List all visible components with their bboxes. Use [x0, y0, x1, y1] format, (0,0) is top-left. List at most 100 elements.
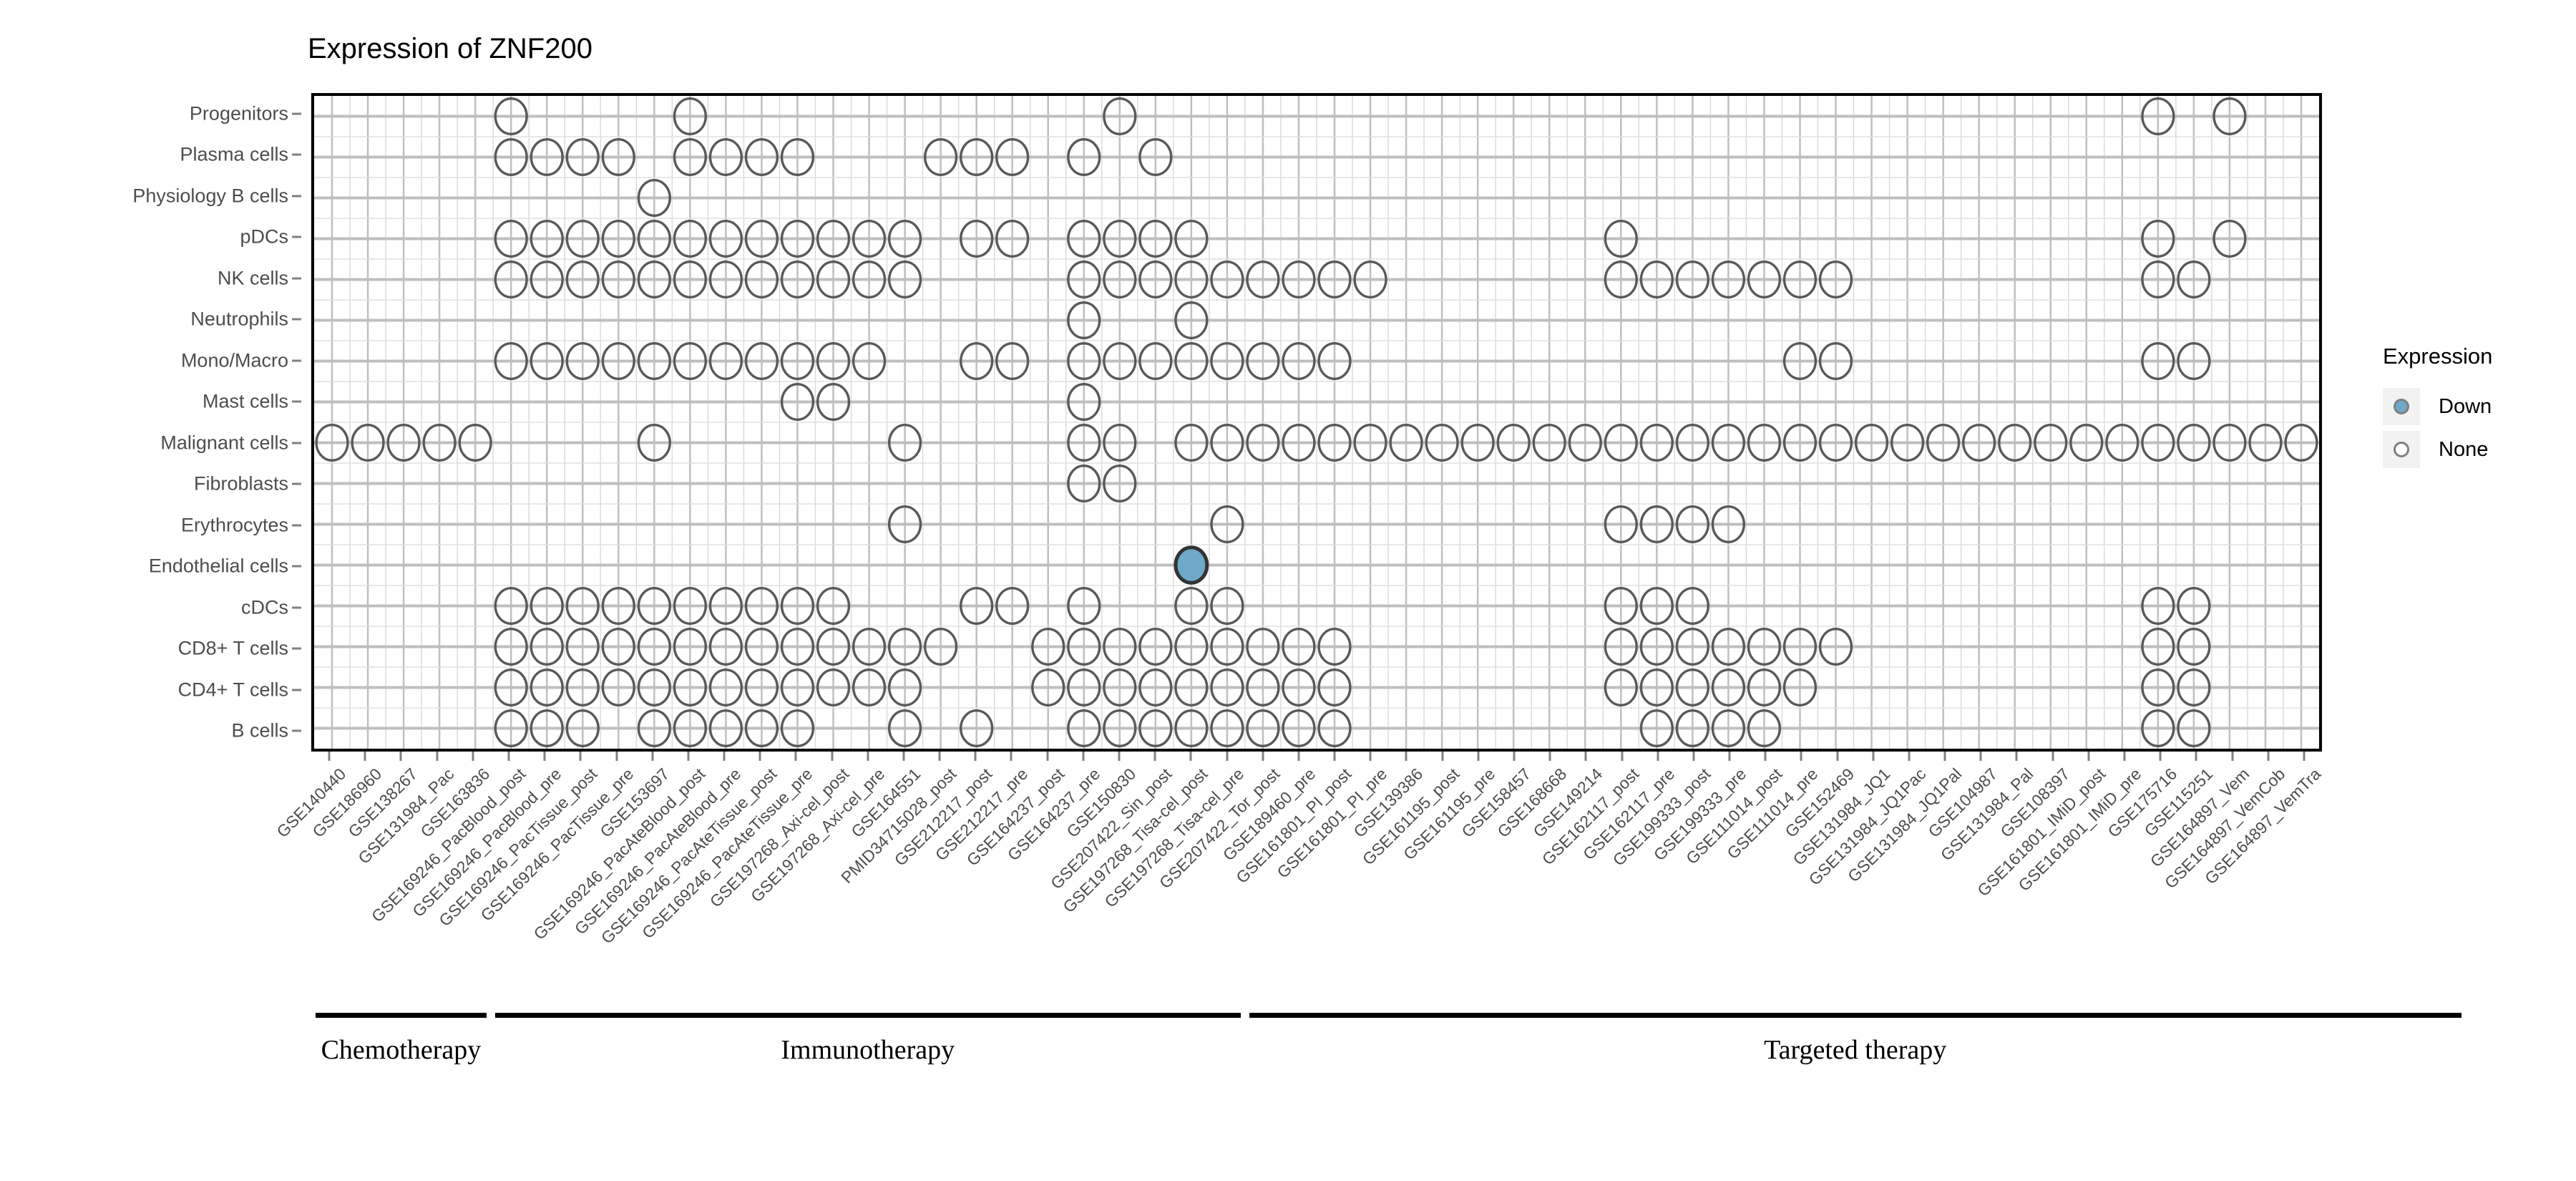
dot-cell — [1210, 424, 1244, 462]
y-tick-label: NK cells — [217, 267, 288, 289]
dot-cell — [995, 220, 1030, 258]
y-tick-label: B cells — [231, 719, 288, 742]
dot-cell — [960, 709, 994, 747]
dot-cell — [708, 220, 743, 258]
x-tick-mark — [364, 752, 366, 761]
dot-cell — [494, 97, 528, 135]
dot-cell — [1962, 424, 1996, 462]
y-tick-mark — [292, 195, 301, 198]
dot-cell — [494, 669, 528, 706]
x-tick-mark — [1513, 752, 1516, 761]
dot-cell — [1854, 424, 1889, 462]
dot-cell — [960, 342, 994, 380]
dot-cell — [1675, 669, 1710, 706]
dot-cell — [1711, 669, 1746, 706]
dot-cell — [780, 383, 815, 421]
dot-cell — [960, 138, 994, 176]
dot-cell — [1496, 424, 1531, 462]
dot-cell — [1782, 261, 1818, 298]
dot-cell — [1747, 424, 1782, 462]
dot-cell — [1389, 424, 1423, 462]
dot-cell — [816, 383, 851, 421]
x-tick-mark — [651, 752, 654, 761]
dot-cell — [637, 342, 671, 380]
dot-cell — [530, 587, 564, 625]
dot-cell — [708, 342, 743, 380]
dot-cell — [1604, 220, 1638, 258]
dot-cell — [1138, 138, 1173, 176]
dot-cell — [1103, 220, 1137, 258]
dot-cell — [816, 220, 851, 258]
dot-cell — [2177, 424, 2211, 462]
dot-cell — [708, 628, 743, 666]
dot-cell — [887, 628, 922, 666]
dot-cell — [1675, 505, 1710, 543]
dot-cell — [1711, 628, 1746, 666]
dot-cell — [2069, 424, 2104, 462]
dot-cell — [530, 261, 564, 298]
group-label: Targeted therapy — [1764, 1035, 1947, 1065]
dot-cell — [1317, 628, 1352, 666]
dot-cell — [601, 587, 635, 625]
dot-cell — [2177, 342, 2211, 380]
dot-cell — [2034, 424, 2068, 462]
dot-cell — [1174, 342, 1209, 380]
dot-cell — [1174, 424, 1209, 462]
dot-cell — [2212, 97, 2247, 135]
dot-cell — [1782, 669, 1818, 706]
group-bracket — [1249, 1013, 2462, 1018]
x-tick-mark — [1262, 752, 1264, 761]
dot-cell — [673, 138, 708, 176]
group-bracket — [494, 1013, 1241, 1018]
dot-cell — [1103, 669, 1137, 706]
dot-cell — [637, 261, 671, 298]
dot-cell — [2105, 424, 2140, 462]
dot-cell — [1067, 424, 1101, 462]
x-tick-mark — [1441, 752, 1444, 761]
dot-cell — [494, 587, 528, 625]
dot-cell — [1604, 587, 1638, 625]
dot-cell — [601, 342, 635, 380]
dot-cell — [673, 261, 708, 298]
dot-cell — [1711, 424, 1746, 462]
x-tick-mark — [1297, 752, 1300, 761]
dot-cell — [565, 709, 600, 747]
dot-cell — [708, 669, 743, 706]
dot-cell — [708, 709, 743, 747]
x-tick-mark — [1657, 752, 1659, 761]
dot-cell — [1604, 669, 1638, 706]
x-tick-mark — [1010, 752, 1013, 761]
dot-cell — [2212, 424, 2247, 462]
x-tick-mark — [1226, 752, 1229, 761]
y-tick-label: Mast cells — [202, 390, 288, 412]
group-label: Immunotherapy — [781, 1035, 955, 1065]
dot-cell — [852, 220, 887, 258]
dot-cell — [1353, 424, 1387, 462]
dot-cell — [1818, 342, 1853, 380]
x-tick-mark — [1082, 752, 1085, 761]
legend-item[interactable]: Down — [2383, 388, 2569, 425]
legend-item[interactable]: None — [2383, 431, 2569, 468]
dot-cell — [2177, 587, 2211, 625]
dot-cell — [494, 220, 528, 258]
dot-cell — [1103, 342, 1137, 380]
dot-cell — [887, 505, 922, 543]
dot-cell — [780, 342, 815, 380]
y-tick-mark — [292, 277, 301, 280]
dot-cell — [1317, 669, 1352, 706]
dot-cell — [530, 628, 564, 666]
dot-cell — [1639, 669, 1674, 706]
dot-cell — [1174, 587, 1209, 625]
dot-cell — [530, 342, 564, 380]
dot-cell — [494, 342, 528, 380]
dot-cell — [1782, 424, 1818, 462]
x-tick-mark — [1621, 752, 1624, 761]
dot-cell — [1282, 261, 1316, 298]
dot-cell — [637, 179, 671, 217]
dot-cell — [852, 342, 887, 380]
dot-cell — [637, 628, 671, 666]
dot-cell — [887, 709, 922, 747]
dot-cell — [1210, 709, 1244, 747]
dot-cell — [1747, 628, 1782, 666]
